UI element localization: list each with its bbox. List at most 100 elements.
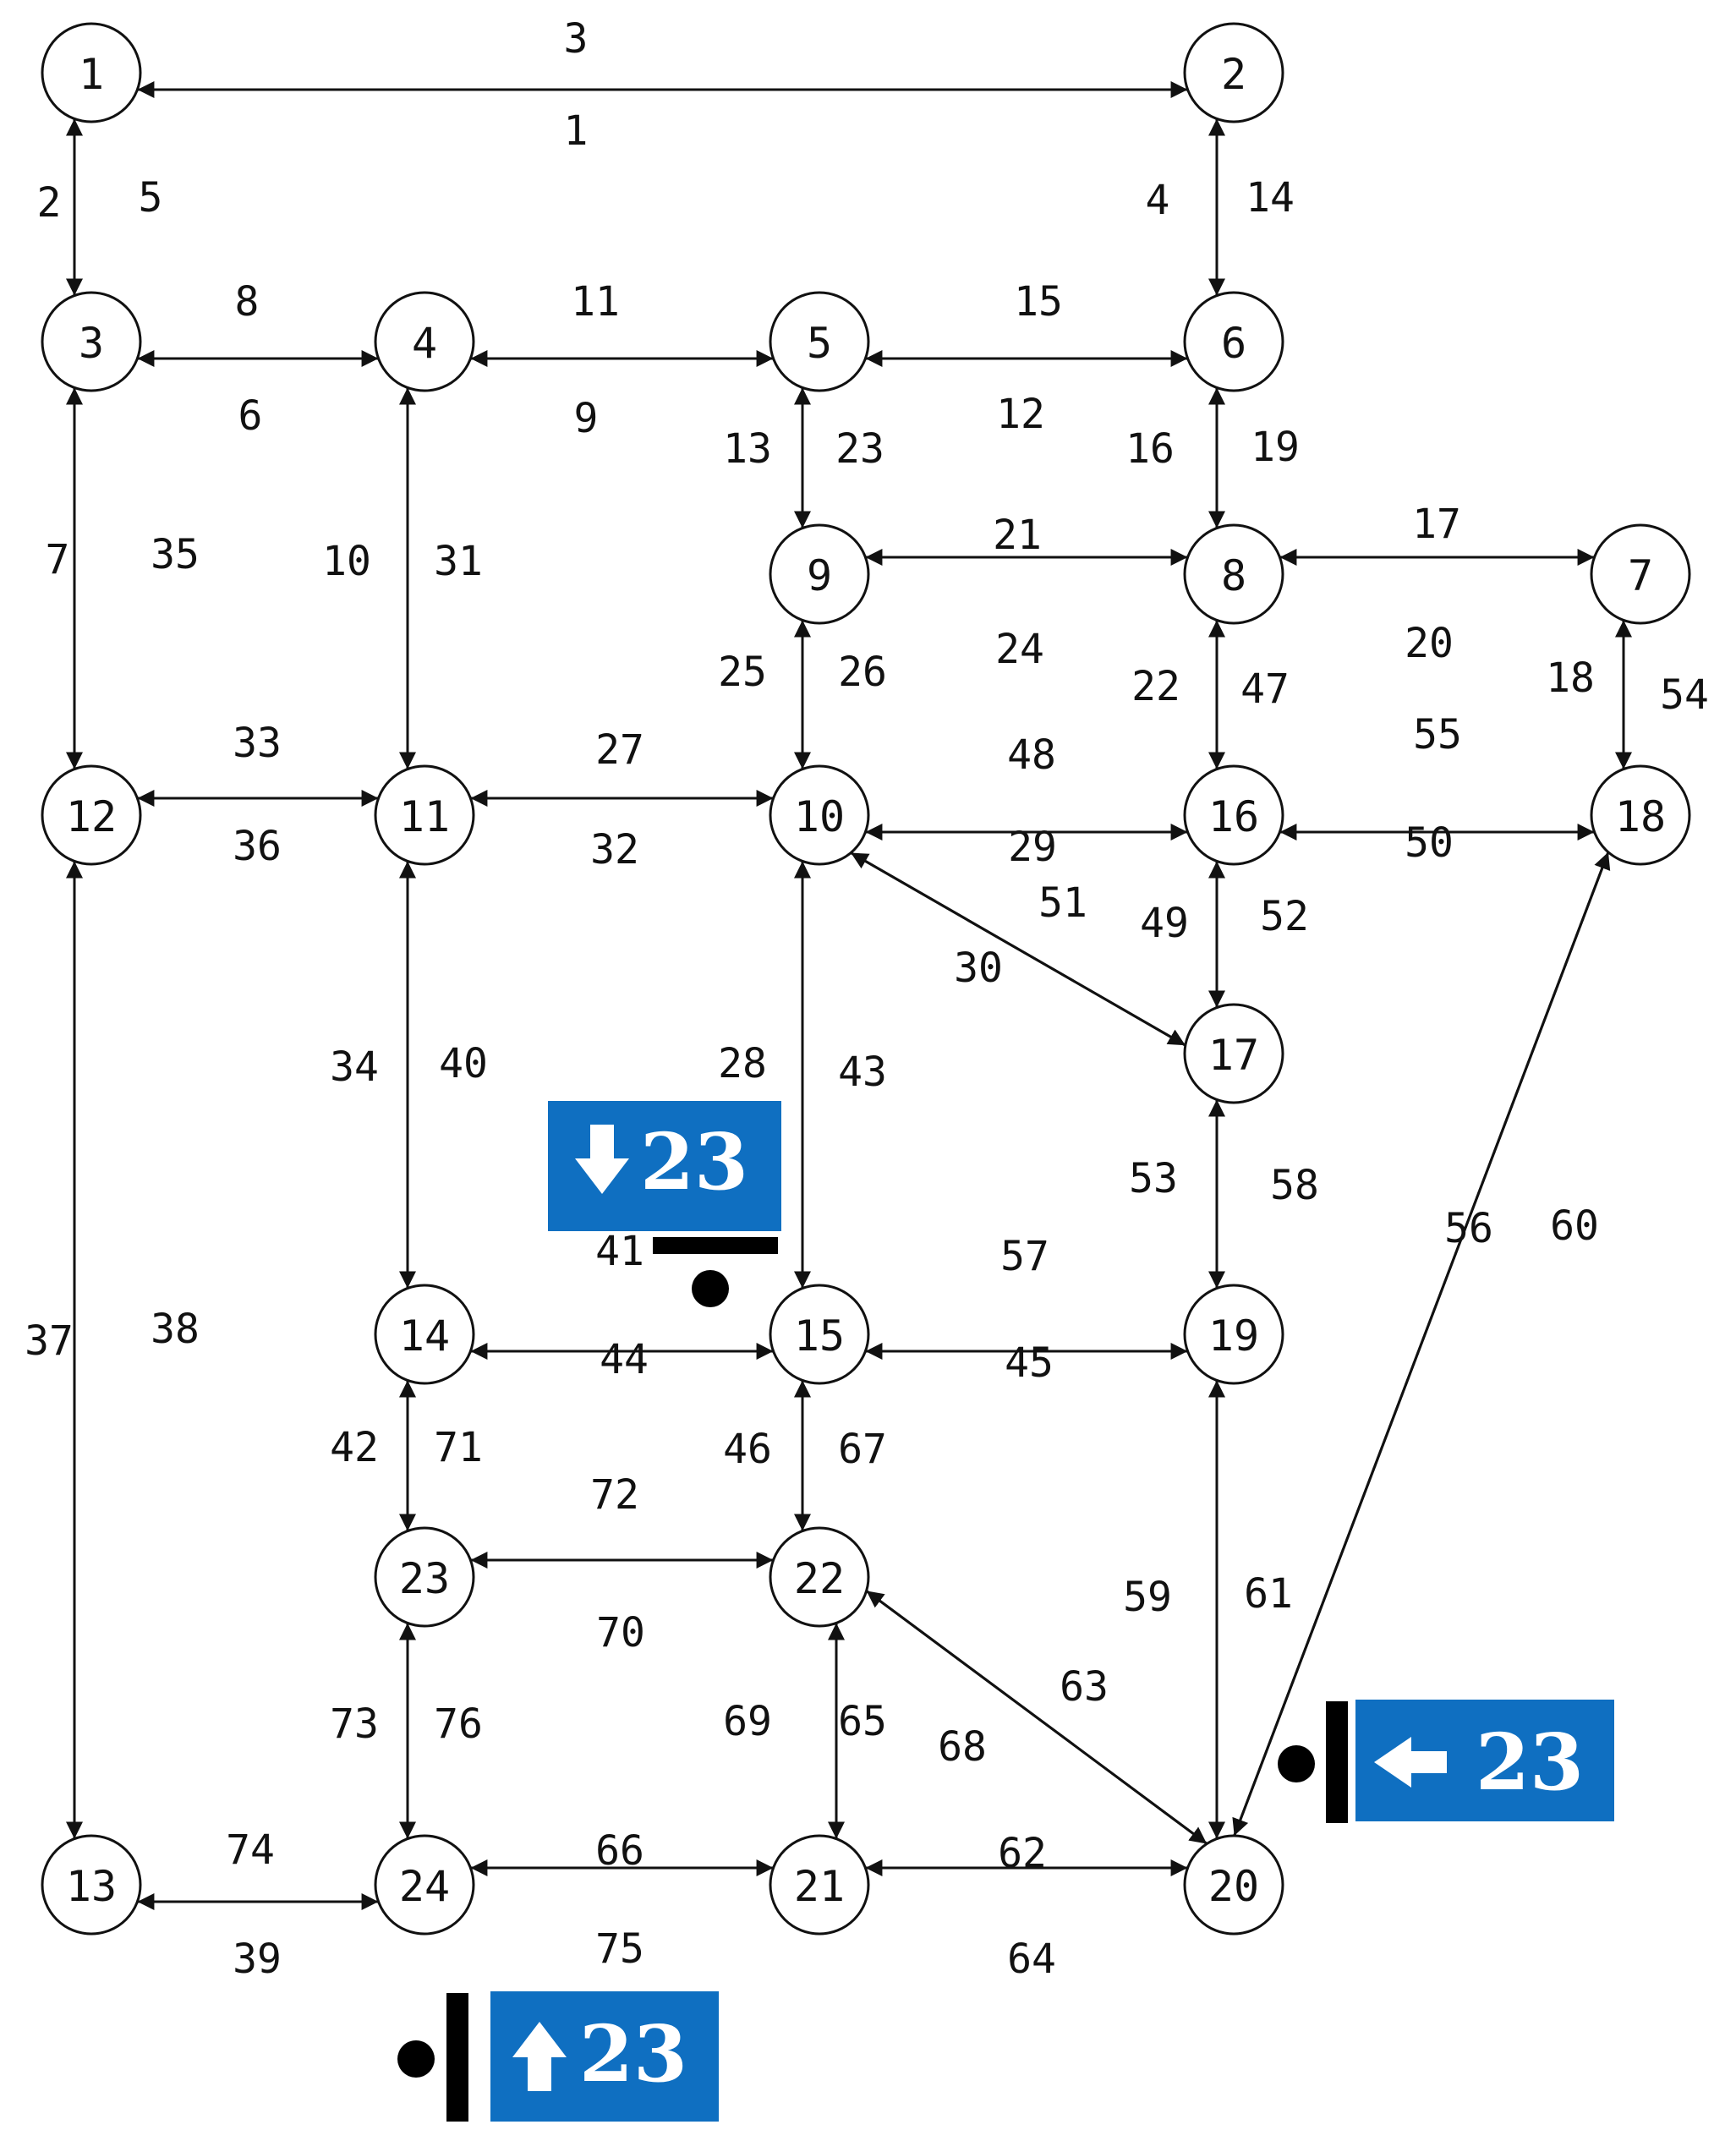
node-11: 11 [374,764,475,866]
node-20: 20 [1183,1834,1284,1936]
node-13: 13 [41,1834,142,1936]
node-circle [41,764,142,866]
node-label: 23 [399,1554,450,1603]
node-label: 10 [794,792,845,841]
link-label-18: 18 [1546,654,1595,702]
link-label-58: 58 [1270,1162,1319,1209]
node-label: 19 [1208,1311,1259,1361]
node-circle [374,291,475,392]
link-label-57: 57 [1000,1233,1049,1280]
link-label-12: 12 [996,391,1045,438]
node-9: 9 [769,523,870,625]
sign-up: 23 [397,1991,719,2122]
node-10: 10 [769,764,870,866]
node-circle [374,764,475,866]
link-label-9: 9 [574,395,599,442]
node-label: 17 [1208,1031,1259,1080]
link-label-21: 21 [993,512,1042,559]
link-label-36: 36 [233,823,282,870]
node-label: 6 [1221,319,1246,368]
link-label-43: 43 [838,1049,887,1096]
node-label: 18 [1615,792,1666,841]
node-label: 2 [1221,50,1246,99]
link-label-59: 59 [1123,1574,1172,1621]
link-label-46: 46 [723,1426,772,1473]
link-51 [850,851,1186,1047]
node-label: 14 [399,1311,450,1361]
node-label: 7 [1628,551,1653,600]
link-label-20: 20 [1405,620,1454,667]
sign-label: 23 [1476,1717,1584,1808]
node-17: 17 [1183,1003,1284,1104]
link-label-39: 39 [233,1936,282,1983]
link-label-45: 45 [1005,1339,1054,1387]
link-label-51: 51 [1038,879,1087,927]
link-label-76: 76 [434,1700,483,1748]
link-label-2: 2 [37,179,62,227]
link-label-38: 38 [151,1306,200,1353]
node-label: 13 [66,1862,117,1911]
link-label-69: 69 [723,1698,772,1745]
node-circle [769,1834,870,1936]
node-6: 6 [1183,291,1284,392]
link-label-4: 4 [1146,177,1170,224]
link-label-41: 41 [595,1228,644,1275]
node-label: 11 [399,792,450,841]
links-layer [66,81,1632,1910]
link-label-65: 65 [838,1698,887,1745]
link-label-52: 52 [1260,893,1309,940]
node-label: 24 [399,1862,450,1911]
node-3: 3 [41,291,142,392]
link-label-73: 73 [330,1700,379,1748]
link-label-24: 24 [995,626,1044,673]
node-circle [1590,764,1691,866]
node-label: 22 [794,1554,845,1603]
link-label-34: 34 [330,1043,379,1091]
node-7: 7 [1590,523,1691,625]
up-arrow-icon [512,2022,567,2091]
node-5: 5 [769,291,870,392]
signs-layer: 23 23 23 [397,1101,1614,2122]
node-label: 9 [807,551,832,600]
node-14: 14 [374,1284,475,1385]
node-1: 1 [41,22,142,123]
link-label-44: 44 [600,1336,649,1383]
link-label-37: 37 [25,1317,74,1365]
node-19: 19 [1183,1284,1284,1385]
node-22: 22 [769,1526,870,1628]
node-label: 1 [79,50,104,99]
link-label-31: 31 [434,538,483,585]
barrier-bar [446,1993,468,2122]
link-label-10: 10 [322,538,371,585]
link-label-50: 50 [1405,819,1454,867]
node-label: 20 [1208,1862,1259,1911]
link-label-40: 40 [439,1040,488,1087]
detector-dot [1278,1745,1315,1782]
link-label-15: 15 [1014,278,1063,326]
node-18: 18 [1590,764,1691,866]
barrier-bar [653,1237,778,1254]
link-label-5: 5 [139,174,163,222]
link-label-62: 62 [998,1830,1047,1877]
link-label-28: 28 [718,1040,767,1087]
link-label-19: 19 [1251,424,1300,471]
link-label-16: 16 [1125,425,1175,473]
sign-label: 23 [640,1116,748,1207]
node-circle [1183,764,1284,866]
link-label-25: 25 [718,649,767,696]
link-label-7: 7 [46,536,70,583]
link-label-23: 23 [835,425,884,473]
link-label-6: 6 [238,392,263,440]
node-circle [769,764,870,866]
node-15: 15 [769,1284,870,1385]
node-label: 5 [807,319,832,368]
node-circle [769,523,870,625]
node-circle [41,22,142,123]
node-label: 3 [79,319,104,368]
node-circle [769,1284,870,1385]
link-label-17: 17 [1412,501,1461,548]
link-label-64: 64 [1007,1936,1056,1983]
link-label-22: 22 [1131,663,1180,710]
